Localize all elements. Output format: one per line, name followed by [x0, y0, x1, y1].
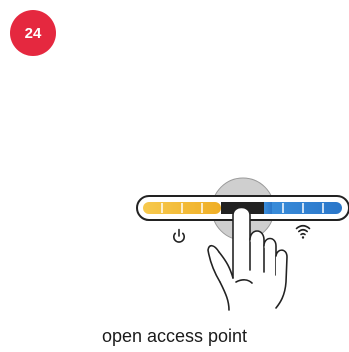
power-icon — [174, 230, 184, 243]
wifi-icon — [297, 226, 310, 239]
step-caption: open access point — [0, 326, 349, 346]
led-segment-blue — [264, 202, 342, 214]
led-segment-yellow — [143, 202, 221, 214]
